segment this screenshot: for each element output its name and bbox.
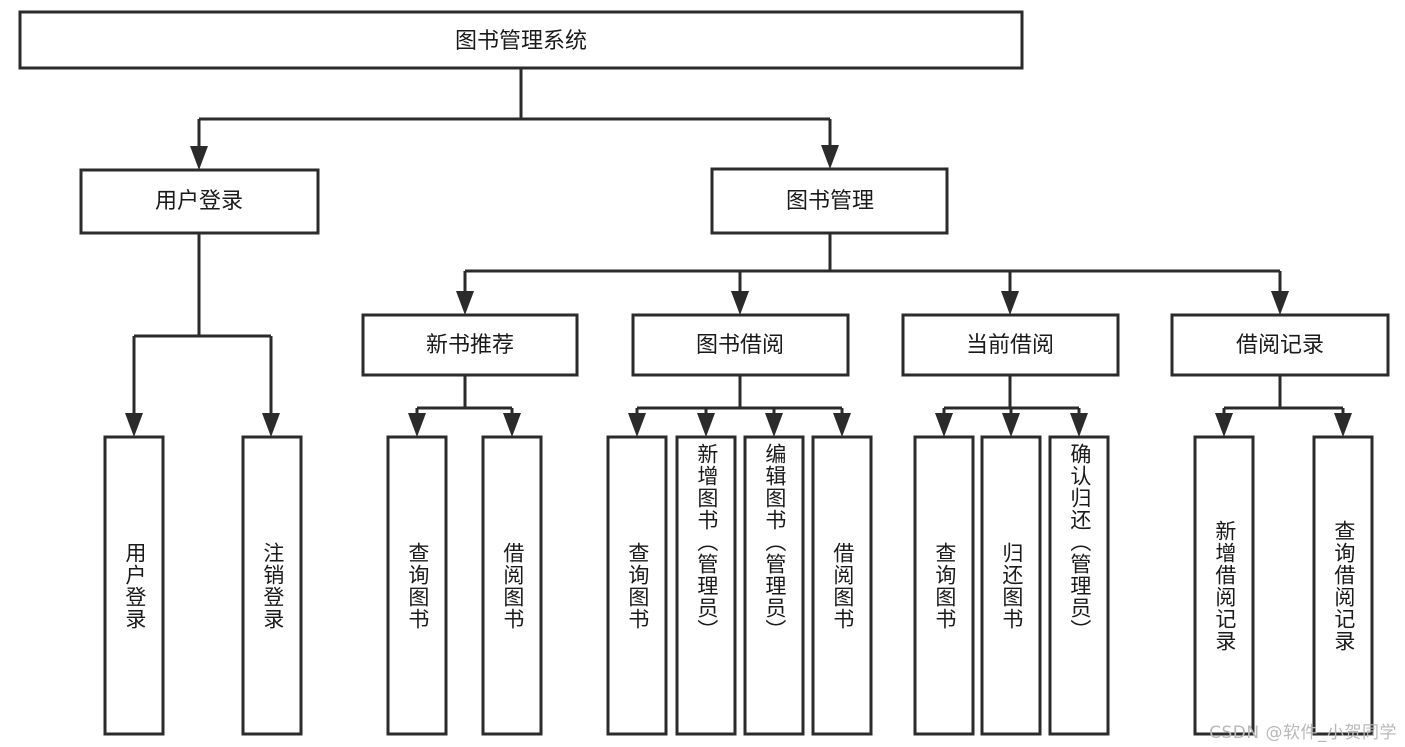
arrow-leaf-query-record <box>1334 413 1352 437</box>
node-leaf-query-book-3[interactable] <box>913 435 975 736</box>
node-leaf-query-book-2[interactable] <box>606 435 668 736</box>
node-borrow-record[interactable] <box>1170 313 1390 377</box>
edge-group-user-login <box>125 233 280 437</box>
node-user-login-label: 用户登录 <box>155 189 243 214</box>
arrow-leaf-borrow-book-1 <box>503 413 521 437</box>
node-root[interactable] <box>18 10 1024 70</box>
node-leaf-query-book-1[interactable] <box>386 435 448 736</box>
node-borrow-record-label: 借阅记录 <box>1236 333 1324 358</box>
csdn-watermark: CSDN @软件_小贺同学 <box>1209 723 1397 743</box>
edge-group-book-borrow <box>628 375 851 437</box>
arrow-to-borrow-record <box>1271 291 1289 315</box>
node-leaf-borrow-book-1[interactable] <box>481 435 543 736</box>
node-current-borrow[interactable] <box>901 313 1120 377</box>
arrow-leaf-query-book-1 <box>408 413 426 437</box>
node-leaf-user-login[interactable] <box>103 435 165 736</box>
arrow-leaf-return-book <box>1002 413 1020 437</box>
node-leaf-logout[interactable] <box>241 435 303 736</box>
node-current-borrow-label: 当前借阅 <box>966 333 1054 358</box>
arrow-leaf-query-book-3 <box>935 413 953 437</box>
arrow-leaf-edit-book <box>765 413 783 437</box>
node-new-book-rec[interactable] <box>361 313 579 377</box>
arrow-to-user-login <box>190 146 208 170</box>
arrow-to-book-borrow <box>731 291 749 315</box>
node-leaf-add-record[interactable] <box>1193 435 1255 736</box>
node-user-login[interactable] <box>79 168 320 235</box>
arrow-leaf-user-login <box>125 413 143 437</box>
arrow-to-current-borrow <box>1001 291 1019 315</box>
edge-group-book-mgmt <box>456 233 1289 315</box>
edge-group-new-book-rec <box>408 375 521 437</box>
edge-group-borrow-record <box>1215 375 1352 437</box>
edge-group-root <box>190 68 839 170</box>
arrow-leaf-add-book <box>697 413 715 437</box>
edge-group-current-borrow <box>935 375 1088 437</box>
arrow-to-new-book-rec <box>456 291 474 315</box>
arrow-leaf-confirm-return <box>1070 413 1088 437</box>
node-leaf-query-record[interactable] <box>1312 435 1374 736</box>
node-leaf-edit-book[interactable] <box>743 435 805 736</box>
arrow-leaf-borrow-book-2 <box>833 413 851 437</box>
node-book-mgmt[interactable] <box>710 167 949 235</box>
node-book-mgmt-label: 图书管理 <box>786 189 874 214</box>
node-leaf-confirm-return[interactable] <box>1048 435 1110 736</box>
arrow-leaf-add-record <box>1215 413 1233 437</box>
node-book-borrow[interactable] <box>631 313 850 377</box>
node-book-borrow-label: 图书借阅 <box>696 333 784 358</box>
arrow-leaf-logout <box>262 413 280 437</box>
node-leaf-borrow-book-2[interactable] <box>811 435 873 736</box>
node-new-book-rec-label: 新书推荐 <box>426 333 514 358</box>
arrow-leaf-query-book-2 <box>628 413 646 437</box>
arrow-to-book-mgmt <box>821 145 839 169</box>
node-root-label: 图书管理系统 <box>455 29 587 54</box>
node-leaf-add-book[interactable] <box>675 435 737 736</box>
node-leaf-return-book[interactable] <box>980 435 1042 736</box>
